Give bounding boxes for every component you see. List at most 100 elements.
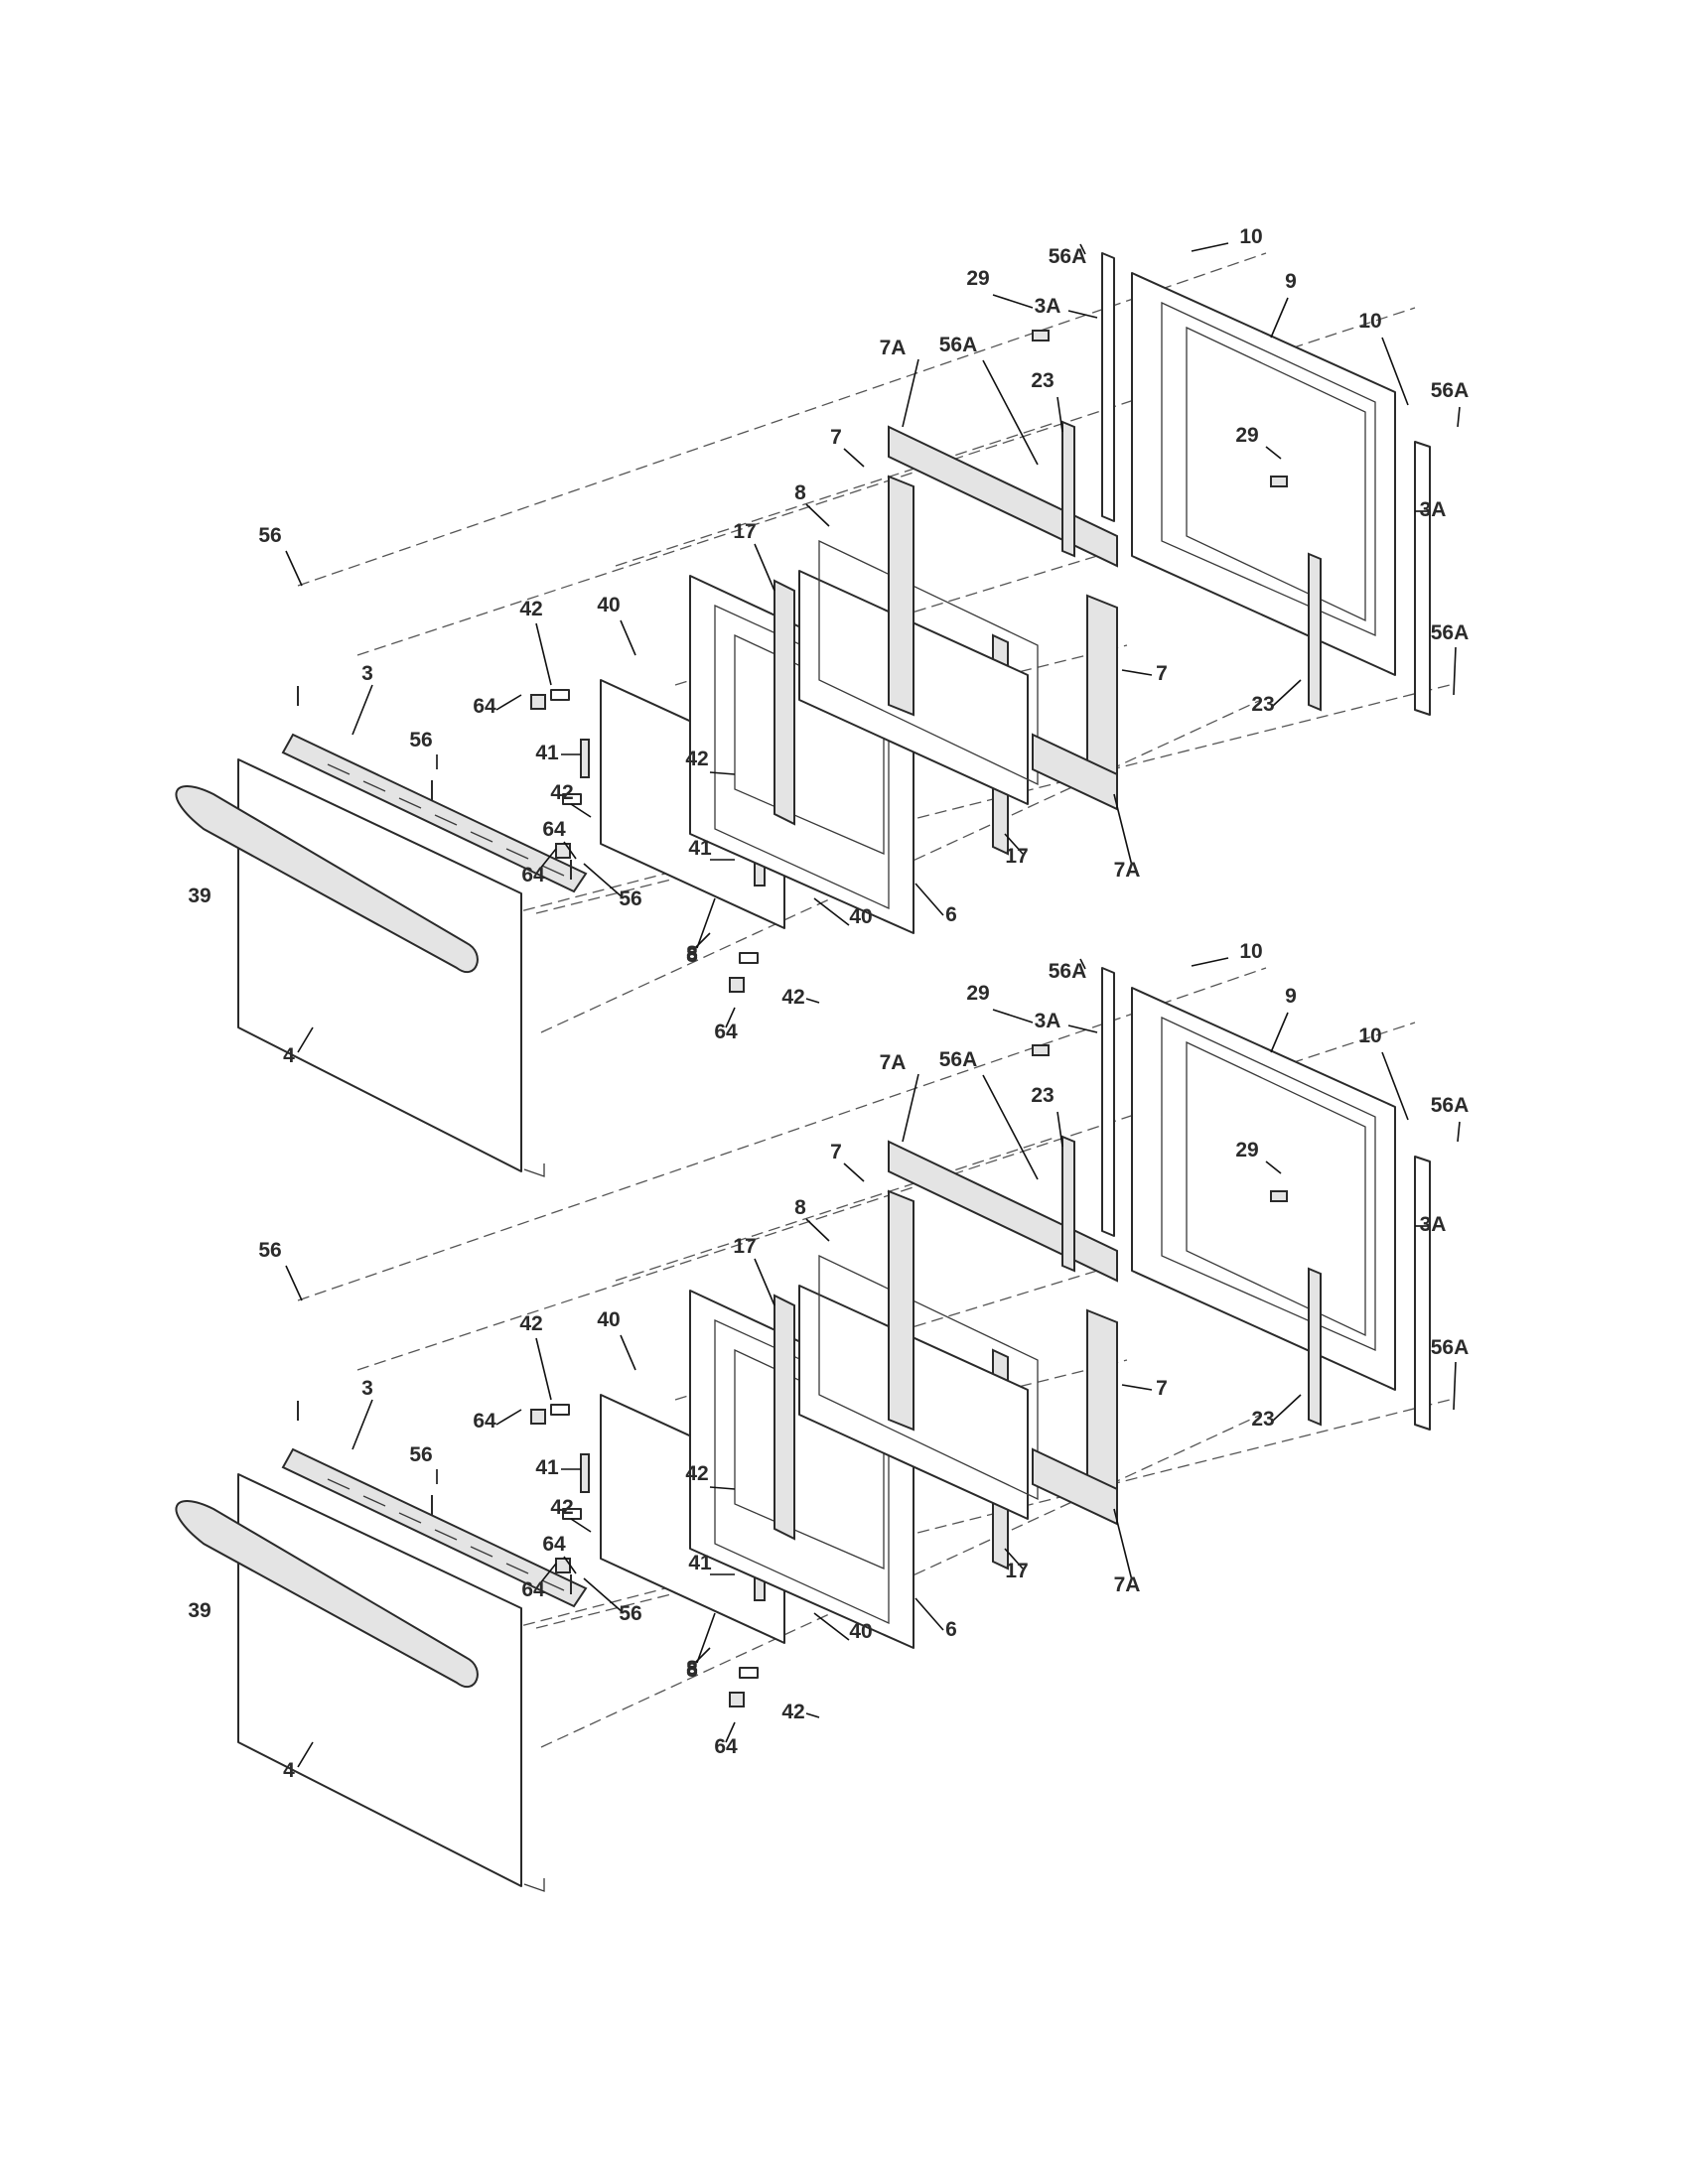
- callout-leader: [563, 1556, 577, 1574]
- part-callout-label: 3A: [1420, 1213, 1447, 1236]
- side-channel: [1414, 1156, 1431, 1431]
- callout-leader: [982, 1074, 1039, 1180]
- callout-leader: [1453, 1361, 1457, 1411]
- hinge-bracket: [550, 1404, 570, 1416]
- callout-leader: [914, 1597, 944, 1631]
- part-callout-label: 7A: [1114, 1573, 1141, 1596]
- callout-leader: [709, 771, 736, 775]
- callout-leader: [1272, 679, 1302, 707]
- part-callout-label: 9: [1285, 270, 1297, 293]
- glass-clip: [555, 1558, 571, 1573]
- part-callout-label: 3A: [1035, 295, 1061, 318]
- callout-leader: [535, 622, 552, 686]
- glass-retainer: [580, 1453, 590, 1493]
- door-handle: [175, 785, 479, 974]
- vent-slot: [434, 814, 458, 826]
- callout-leader: [1004, 833, 1024, 855]
- callout-leader: [1121, 669, 1153, 676]
- part-callout-label: 3A: [1420, 498, 1447, 521]
- callout-leader: [709, 1486, 736, 1490]
- vent-slot: [505, 1563, 529, 1574]
- part-callout-label: 7A: [1114, 859, 1141, 882]
- part-callout-label: 23: [1251, 693, 1274, 716]
- door-hinge: [1061, 420, 1075, 558]
- part-callout-label: 7: [1156, 1377, 1168, 1400]
- callout-leader: [696, 897, 716, 949]
- door-hinge: [1308, 552, 1322, 712]
- part-callout-label: 3: [361, 1377, 373, 1400]
- part-callout-label: 10: [1239, 225, 1262, 248]
- vent-slot: [362, 1495, 386, 1507]
- window-glass: [818, 539, 1039, 786]
- vent-slot: [541, 1579, 565, 1591]
- window-glass: [818, 1254, 1039, 1501]
- glass-retainer: [580, 739, 590, 778]
- part-callout-label: 64: [714, 1021, 738, 1043]
- callout-leader: [1270, 1012, 1289, 1053]
- part-callout-label: 23: [1031, 369, 1054, 392]
- part-callout-label: 8: [686, 1657, 698, 1680]
- callout-leader: [297, 1741, 314, 1768]
- vent-slot: [327, 763, 351, 775]
- callout-leader: [1265, 446, 1282, 460]
- callout-leader: [1113, 793, 1133, 867]
- vent-trim: [281, 1447, 588, 1608]
- outer-door-panel: [237, 1473, 522, 1887]
- spacer: [1032, 330, 1050, 341]
- alignment-line: [297, 967, 1267, 1301]
- vent-slot: [327, 1478, 351, 1490]
- callout-leader: [1113, 1508, 1133, 1581]
- callout-leader: [1056, 396, 1063, 433]
- part-callout-label: 7A: [880, 1051, 907, 1074]
- alignment-line: [615, 1136, 1058, 1282]
- part-callout-label: 41: [535, 742, 559, 764]
- part-callout-label: 7: [830, 426, 842, 449]
- callout-leader: [982, 359, 1039, 466]
- rear-frame-inner: [1161, 1016, 1376, 1351]
- callout-leader: [1079, 958, 1086, 970]
- part-callout-label: 42: [685, 1462, 708, 1485]
- part-callout-label: 3A: [1035, 1010, 1061, 1032]
- part-callout-label: 40: [597, 1308, 620, 1331]
- callout-leader: [620, 619, 636, 656]
- callout-leader: [1067, 310, 1098, 319]
- callout-leader: [285, 550, 303, 587]
- part-callout-label: 7A: [880, 337, 907, 359]
- callout-leader: [495, 1409, 522, 1426]
- callout-leader: [805, 503, 830, 527]
- callout-leader: [1079, 243, 1086, 255]
- part-callout-label: 10: [1358, 310, 1381, 333]
- insulation-block: [888, 475, 914, 717]
- callout-leader: [1381, 337, 1409, 406]
- callout-leader: [813, 1612, 850, 1641]
- door-hinge: [1061, 1135, 1075, 1273]
- part-callout-label: 56: [409, 729, 432, 751]
- callout-leader: [297, 1026, 314, 1053]
- part-callout-label: 56A: [939, 1048, 978, 1071]
- part-callout-label: 56: [619, 1602, 641, 1625]
- glass-clip: [530, 1409, 546, 1425]
- vent-trim: [281, 733, 588, 893]
- callout-leader: [914, 883, 944, 916]
- hinge-bracket: [739, 952, 759, 964]
- part-callout-label: 29: [1235, 424, 1258, 447]
- part-callout-label: 64: [521, 864, 545, 887]
- part-callout-label: 42: [550, 781, 573, 804]
- part-callout-label: 39: [188, 1599, 211, 1622]
- rear-frame-inner: [1161, 301, 1376, 636]
- callout-leader: [696, 1612, 716, 1664]
- callout-leader: [1004, 1548, 1024, 1570]
- door-handle: [175, 1500, 479, 1689]
- vent-slot: [434, 1529, 458, 1541]
- vent-slot: [362, 780, 386, 792]
- vent-slot: [398, 797, 422, 809]
- callout-leader: [1056, 1111, 1063, 1148]
- callout-leader: [570, 1518, 592, 1533]
- part-callout-label: 8: [794, 1196, 806, 1219]
- side-channel: [1414, 441, 1431, 716]
- callout-leader: [1067, 1024, 1098, 1033]
- callout-leader: [570, 803, 592, 818]
